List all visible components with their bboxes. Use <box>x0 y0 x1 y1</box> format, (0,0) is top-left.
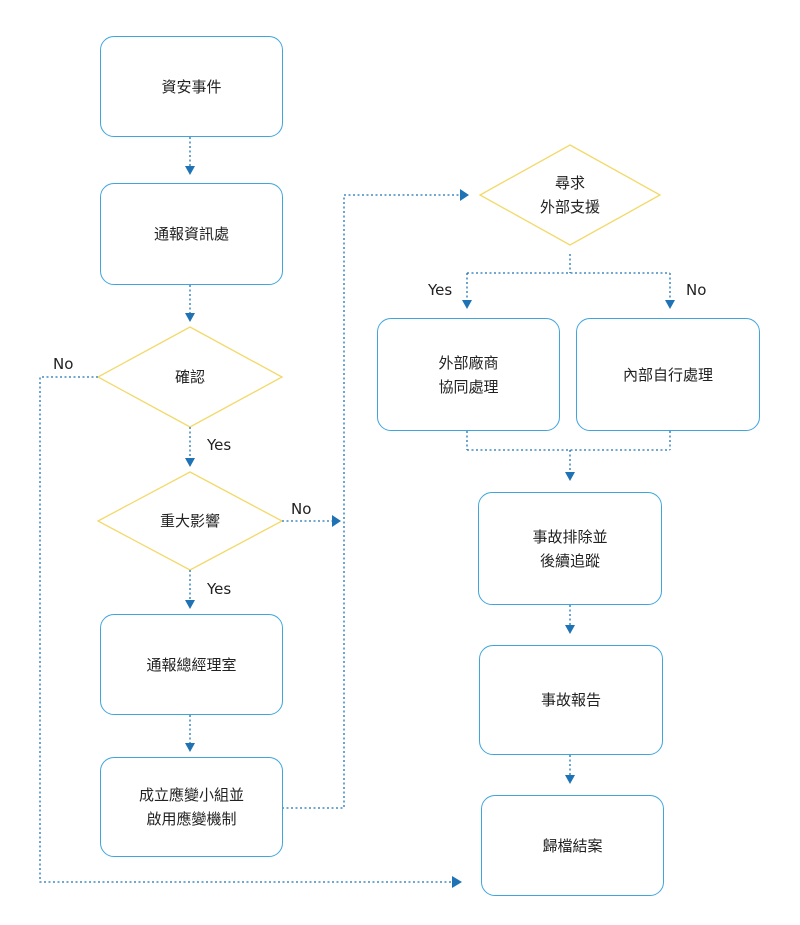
arrow-head-major-no <box>332 515 341 527</box>
process-response-team: 成立應變小組並 啟用應變機制 <box>100 757 283 857</box>
edge-label-major-yes: Yes <box>207 580 232 598</box>
edge-label-external-no: No <box>686 281 707 299</box>
edge-label-major-no: No <box>291 500 312 518</box>
process-incident: 資安事件 <box>100 36 283 137</box>
edge-label-confirm-no: No <box>53 355 74 373</box>
arrow-head-archive-top <box>565 775 575 784</box>
edge-label-confirm-yes: Yes <box>207 436 232 454</box>
arrow-head-report <box>565 625 575 634</box>
decision-external-support-label: 尋求 外部支援 <box>539 174 600 216</box>
arrow-head-response-team <box>185 743 195 752</box>
arrow-head-resolve <box>565 472 575 481</box>
arrow-head-archive <box>452 876 462 888</box>
process-notify-it: 通報資訊處 <box>100 183 283 285</box>
decision-confirm-label: 確認 <box>174 368 205 386</box>
edge-label-external-yes: Yes <box>428 281 453 299</box>
arrow-head-internal <box>665 300 675 309</box>
arrow-head-vendor <box>462 300 472 309</box>
process-internal-handle: 內部自行處理 <box>576 318 760 431</box>
process-resolve-track: 事故排除並 後續追蹤 <box>478 492 662 605</box>
connector-confirm-no <box>39 376 452 883</box>
process-notify-gm: 通報總經理室 <box>100 614 283 715</box>
decision-external-support-diamond <box>478 144 662 246</box>
process-incident-report: 事故報告 <box>479 645 663 755</box>
decision-major-impact-label: 重大影響 <box>159 512 220 530</box>
process-vendor-collab: 外部廠商 協同處理 <box>377 318 560 431</box>
arrow-head-major-impact <box>185 458 195 467</box>
process-archive-close: 歸檔結案 <box>481 795 664 896</box>
arrow-head-confirm <box>185 313 195 322</box>
arrow-head-notify-it <box>185 166 195 175</box>
arrow-head-external-support <box>460 189 469 201</box>
arrow-head-notify-gm <box>185 600 195 609</box>
